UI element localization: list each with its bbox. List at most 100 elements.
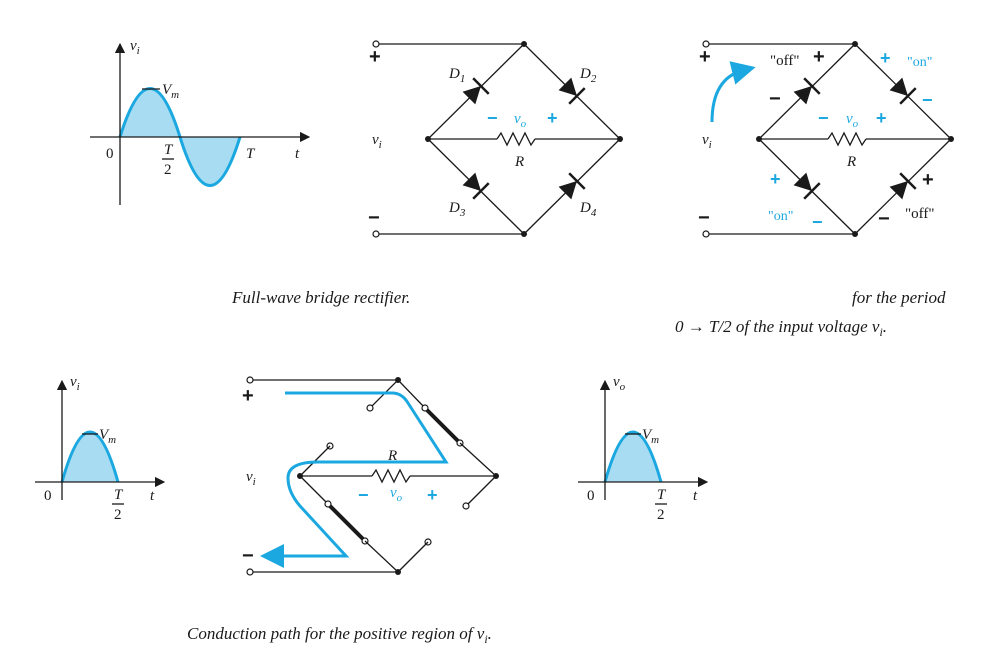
conduction-path-diagram: + − vi R − vo + (242, 376, 499, 576)
output-waveform-graph: vo Vm 0 T 2 t (578, 374, 709, 523)
resistor-zigzag (496, 131, 536, 147)
cp-r-label: R (387, 448, 397, 464)
sw2-contact-a (421, 404, 429, 412)
cp-vi-label: vi (246, 469, 256, 488)
caption-conduction: Conduction path for the positive region … (187, 624, 492, 646)
d3-minus: − (812, 212, 823, 232)
label-d3: D3 (448, 200, 466, 219)
sw4-lead-b (397, 541, 429, 573)
vo-plus: + (547, 108, 558, 128)
vo-minus-2: − (818, 108, 829, 128)
caption-period-line2: 0 → T/2 of the input voltage vi. (675, 317, 887, 339)
sw3-lead (299, 475, 329, 505)
label-d1: D1 (448, 66, 465, 85)
diode-d3 (462, 172, 490, 200)
d2-minus: − (922, 90, 933, 110)
sw2-closed (423, 406, 462, 445)
resistor-label: R (514, 154, 524, 170)
label-d4: D4 (579, 200, 597, 219)
node-bottom (521, 231, 527, 237)
label-d2: D2 (579, 66, 597, 85)
vo-minus: − (487, 108, 498, 128)
t-half-den-3: 2 (657, 507, 665, 523)
diode-d2 (558, 77, 586, 105)
off-label-d1: "off" (770, 53, 799, 69)
diode-d4-off (889, 172, 917, 200)
caption-bridge: Full-wave bridge rectifier. (231, 288, 410, 307)
time-label-3: t (693, 488, 698, 504)
sw3-closed (326, 502, 367, 543)
vi-label: vi (130, 38, 140, 57)
node-bottom-2 (852, 231, 858, 237)
vo-label: vo (514, 111, 527, 130)
input-minus: − (368, 207, 380, 229)
origin-label-3: 0 (587, 488, 595, 504)
input-plus: + (369, 46, 381, 68)
t-half-num-3: T (657, 487, 667, 503)
input-waveform-graph: vi Vm 0 T 2 T t (90, 38, 311, 205)
cp-vo-plus: + (427, 485, 438, 505)
input-terminal-bottom-2 (702, 230, 710, 238)
origin-label: 0 (106, 146, 114, 162)
cp-resistor (371, 468, 411, 484)
resistor-label-2: R (846, 154, 856, 170)
current-arrow (710, 61, 756, 123)
positive-half-input-graph: vi Vm 0 T 2 t (35, 374, 166, 523)
vo-label-2: vo (846, 111, 859, 130)
d2-plus: + (880, 48, 891, 68)
cp-plus: + (242, 385, 254, 407)
on-label-d3: "on" (768, 209, 793, 224)
sw4-open-contact (462, 502, 470, 510)
out-curve (603, 430, 663, 483)
vo-plus-2: + (876, 108, 887, 128)
sw3-lead-b (364, 540, 399, 573)
conduction-path (260, 391, 449, 568)
t-half-den: 2 (164, 162, 172, 178)
node-right-2 (948, 136, 954, 142)
cp-terminal-bottom (246, 568, 254, 576)
diode-d2-on (889, 77, 917, 105)
cp-terminal-top (246, 376, 254, 384)
resistor-zigzag-2 (827, 131, 867, 147)
bridge-rectifier: D1 D2 D3 D4 + − vi − vo + R (368, 40, 623, 238)
vi-input-label-2: vi (702, 132, 712, 151)
sw2-lead (397, 379, 426, 409)
node-right (617, 136, 623, 142)
origin-label-2: 0 (44, 488, 52, 504)
vo-axis-label: vo (613, 374, 626, 393)
caption-period-line1: for the period (852, 288, 946, 307)
sw4-lead (465, 475, 497, 507)
time-label: t (295, 146, 300, 162)
off-label-d4: "off" (905, 206, 934, 222)
node-top-2 (852, 41, 858, 47)
t-half-num-2: T (114, 487, 124, 503)
node-left (425, 136, 431, 142)
vm-label-3: Vm (642, 427, 659, 446)
diode-d4 (558, 172, 586, 200)
period-label: T (246, 146, 256, 162)
input-minus-2: − (698, 207, 710, 229)
t-half-num: T (164, 142, 174, 158)
vi-label-2: vi (70, 374, 80, 393)
bridge-states: + − vi "off" + − + "on" − − vo + R + "on… (698, 40, 954, 238)
vm-label-2: Vm (99, 427, 116, 446)
input-plus-2: + (699, 46, 711, 68)
input-terminal-bottom (372, 230, 380, 238)
node-top (521, 41, 527, 47)
d1-minus: − (769, 88, 781, 110)
half-curve (60, 430, 120, 483)
node-left-2 (756, 136, 762, 142)
sw2-lead-b (459, 442, 497, 477)
cp-minus: − (242, 545, 254, 567)
diode-d1 (462, 77, 490, 105)
d4-plus: + (922, 169, 934, 191)
cp-vo-label: vo (390, 485, 403, 504)
vm-label: Vm (162, 82, 179, 101)
d3-plus: + (770, 169, 781, 189)
sw3-contact-a (324, 500, 332, 508)
vi-input-label: vi (372, 132, 382, 151)
t-half-den-2: 2 (114, 507, 122, 523)
diode-d1-off (793, 77, 821, 105)
time-label-2: t (150, 488, 155, 504)
